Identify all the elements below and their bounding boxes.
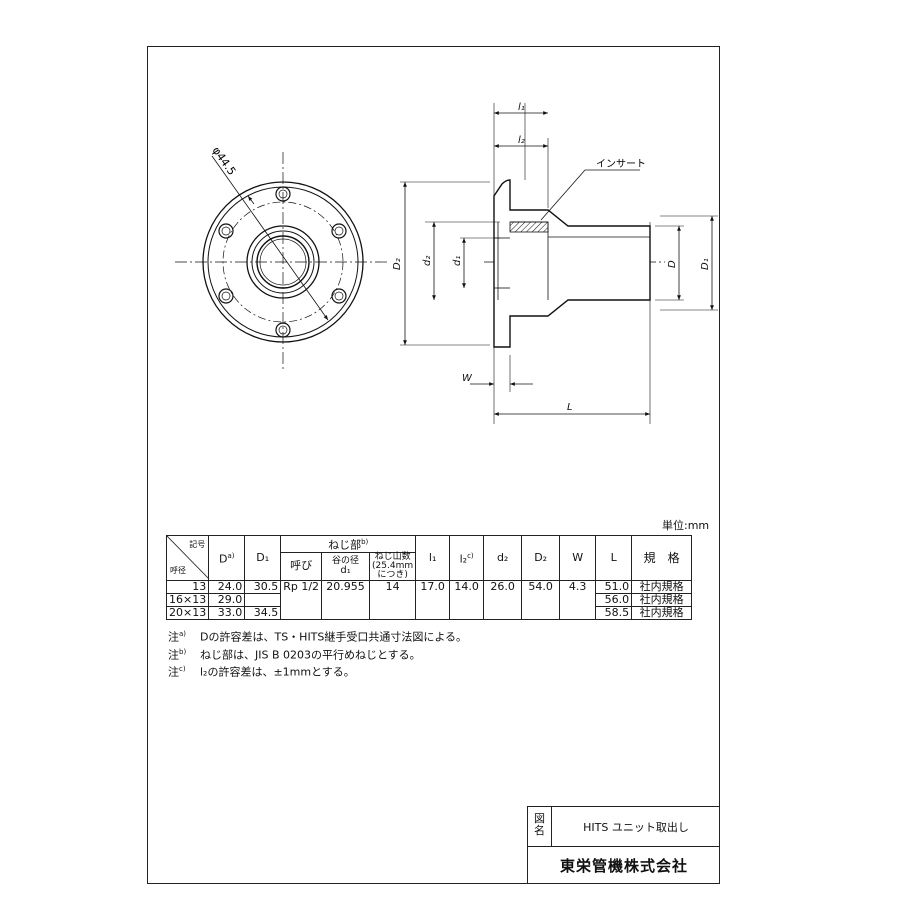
- dim-label-D: D: [667, 260, 678, 268]
- dim-label-D2: D₂: [392, 258, 403, 270]
- header-L: L: [595, 535, 633, 581]
- header-D1: D₁: [244, 535, 282, 581]
- dim-label-l1: l₁: [518, 102, 525, 113]
- header-d2: d₂: [483, 535, 523, 581]
- spec-table: 記号 呼径 Da) D₁ ねじ部b) l₁ l₂c) d₂ D₂ W L 規 格…: [165, 535, 693, 620]
- dim-label-d2: d₂: [422, 256, 433, 266]
- unit-label: 単位:mm: [662, 519, 710, 532]
- dim-label-W: W: [462, 373, 473, 384]
- drawing-frame: [147, 46, 720, 884]
- insert-label: インサート: [596, 158, 646, 170]
- dim-label-D1: D₁: [700, 258, 711, 270]
- dim-label-d1: d₁: [452, 256, 463, 266]
- header-W: W: [559, 535, 597, 581]
- bolt-circle-leader: [211, 155, 329, 321]
- bore-circle: [256, 235, 310, 289]
- table-row: 13 24.0 30.5 Rp 1/2 20.955 14 17.0 14.0 …: [165, 579, 693, 620]
- dim-label-L: L: [567, 402, 573, 413]
- hub-outer-circle: [246, 225, 320, 299]
- bolt-holes: [218, 186, 347, 338]
- note-b: 注b)ねじ部は、JIS B 0203の平行めねじとする。: [168, 647, 421, 662]
- corner-diagonal: [167, 536, 209, 579]
- insert-leader: [540, 169, 586, 221]
- header-spec: 規 格: [631, 535, 693, 581]
- title-block: 図名 HITS ユニット取出し 東栄管機株式会社: [527, 806, 720, 884]
- note-a: 注a)Dの許容差は、TS・HITS継手受口共通寸法図による。: [168, 630, 468, 644]
- drawing-name: HITS ユニット取出し: [583, 820, 689, 834]
- notes: 注a)Dの許容差は、TS・HITS継手受口共通寸法図による。 注b)ねじ部は、J…: [168, 627, 467, 680]
- company-name: 東栄管機株式会社: [559, 857, 688, 875]
- insert-hatch: [509, 221, 549, 233]
- table-row: 20×13 33.0 34.5 58.5 社内規格: [165, 605, 693, 620]
- flange-outer-circle: [202, 181, 364, 343]
- header-size: 呼径: [170, 565, 186, 575]
- dim-label-l2: l₂: [518, 135, 525, 146]
- header-l2: l₂c): [449, 535, 485, 581]
- note-c: 注c)l₂の許容差は、±1mmとする。: [168, 665, 355, 679]
- bolt-circle: [222, 201, 344, 323]
- table-header-row: 記号 呼径 Da) D₁ ねじ部b) l₁ l₂c) d₂ D₂ W L 規 格: [165, 535, 693, 581]
- table-row: 16×13 29.0 56.0 社内規格: [165, 592, 693, 607]
- header-symbol: 記号: [189, 540, 206, 549]
- header-D2: D₂: [521, 535, 561, 581]
- side-view: [400, 103, 718, 424]
- title-block-label: 図名: [528, 807, 552, 846]
- header-D: Da): [208, 535, 246, 581]
- header-l1: l₁: [415, 535, 451, 581]
- front-view: [175, 152, 390, 372]
- header-thread-group: ねじ部b): [280, 535, 417, 553]
- header-call: 呼び: [280, 551, 323, 581]
- header-corner-cell: 記号 呼径: [165, 535, 210, 581]
